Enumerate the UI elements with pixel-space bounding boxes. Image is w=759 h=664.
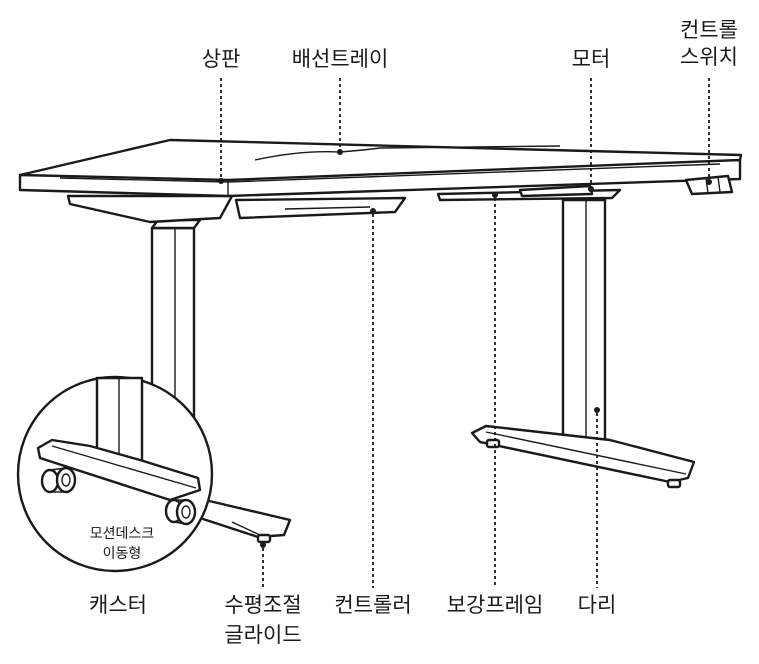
- caster-wheel-left: [40, 466, 77, 494]
- right-leg: [561, 198, 607, 452]
- motor-housing: [518, 184, 594, 198]
- label-reinforcement-frame: 보강프레임: [447, 593, 544, 617]
- label-caster: 캐스터: [89, 593, 147, 617]
- label-leg: 다리: [578, 593, 617, 617]
- tabletop: [18, 138, 743, 198]
- label-leveling-glide-line2: 글라이드: [224, 623, 301, 647]
- under-frame: [66, 184, 622, 224]
- label-cable-tray: 배선트레이: [292, 47, 389, 71]
- caster-wheel-right: [164, 498, 197, 526]
- label-tabletop: 상판: [202, 47, 241, 71]
- leader-lines: [218, 78, 712, 588]
- label-control-switch-line1: 컨트롤: [680, 18, 738, 42]
- label-leveling-glide-line1: 수평조절: [224, 593, 301, 617]
- caster-inset: 모션데스크 이동형: [16, 375, 214, 573]
- inset-label-line1: 모션데스크: [90, 526, 155, 542]
- label-controller: 컨트롤러: [334, 593, 411, 617]
- label-motor: 모터: [572, 47, 611, 71]
- right-foot: [470, 424, 696, 489]
- labels: 상판 배선트레이 모터 컨트롤 스위치 캐스터 수평조절 글라이드 컨트롤러 보…: [89, 18, 738, 647]
- label-control-switch-line2: 스위치: [680, 45, 738, 69]
- inset-label-line2: 이동형: [103, 546, 142, 562]
